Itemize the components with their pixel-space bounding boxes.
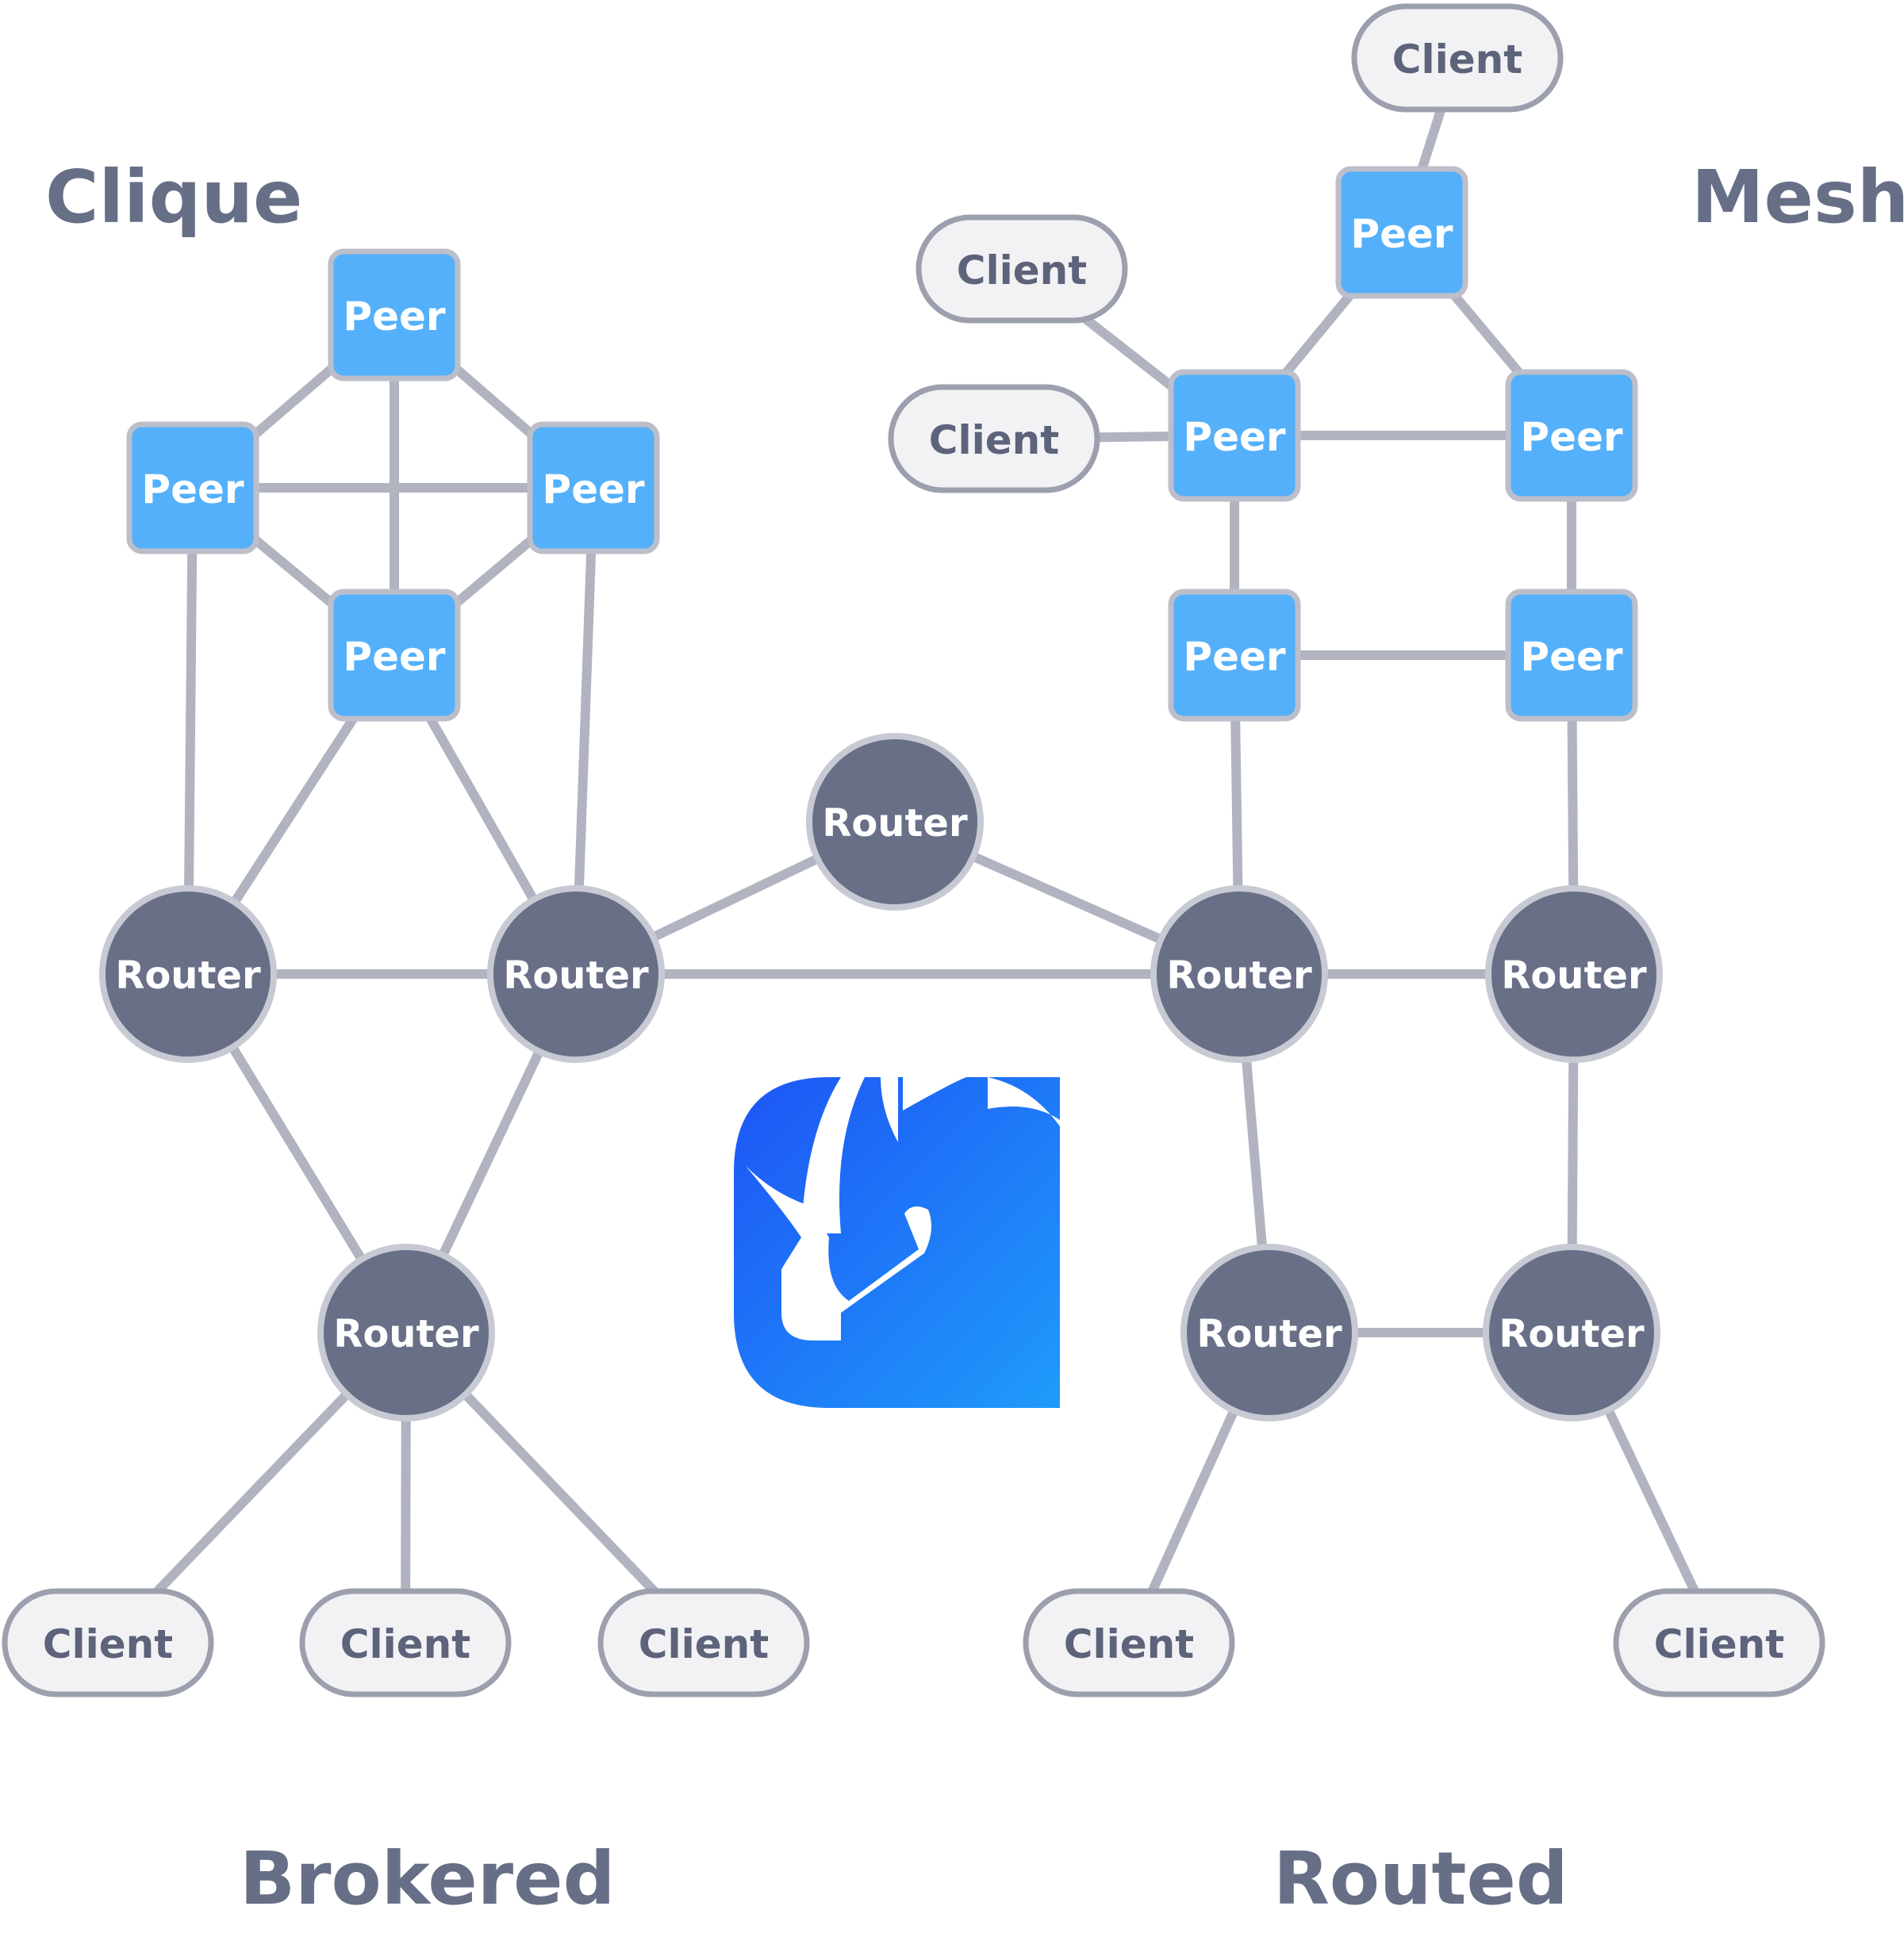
router-node-r4: Router [806, 733, 984, 911]
router-shape [1485, 885, 1663, 1063]
client-node-c4: Client [2, 1588, 214, 1697]
router-node-r5: Router [1150, 885, 1328, 1063]
client-node-c8: Client [1613, 1588, 1825, 1697]
client-node-c6: Client [597, 1588, 810, 1697]
client-shape [2, 1588, 214, 1697]
peer-shape [1168, 369, 1301, 502]
peer-node-mp3: Peer [1505, 369, 1638, 502]
router-label: Router [1501, 953, 1647, 998]
client-node-c3: Client [888, 384, 1100, 493]
client-shape [1613, 1588, 1825, 1697]
peer-label: Peer [343, 634, 445, 680]
client-node-c1: Client [1351, 3, 1564, 113]
peer-label: Peer [1350, 211, 1453, 257]
client-label: Client [1654, 1621, 1784, 1667]
router-shape [99, 885, 277, 1063]
router-node-r3: Router [317, 1244, 495, 1421]
peer-shape [328, 248, 461, 382]
router-shape [1150, 885, 1328, 1063]
router-shape [1483, 1244, 1660, 1421]
peer-node-cp3: Peer [527, 421, 660, 554]
peer-node-mp2: Peer [1168, 369, 1301, 502]
client-shape [1023, 1588, 1235, 1697]
peer-node-mp1: Peer [1335, 166, 1468, 299]
peer-node-cp1: Peer [328, 248, 461, 382]
peer-label: Peer [1183, 634, 1285, 680]
router-label: Router [1166, 953, 1312, 998]
client-label: Client [1392, 36, 1522, 82]
peer-shape [1505, 369, 1638, 502]
peer-label: Peer [343, 293, 445, 339]
peer-node-mp5: Peer [1505, 589, 1638, 722]
router-node-r1: Router [99, 885, 277, 1063]
peer-shape [1505, 589, 1638, 722]
router-node-r2: Router [487, 885, 665, 1063]
peer-label: Peer [1520, 634, 1622, 680]
client-shape [299, 1588, 512, 1697]
peer-shape [1168, 589, 1301, 722]
peer-shape [126, 421, 259, 554]
region-label-mesh: Mesh [1691, 155, 1904, 240]
client-label: Client [929, 417, 1059, 463]
client-shape [916, 214, 1128, 324]
client-label: Client [340, 1621, 470, 1667]
peer-node-mp4: Peer [1168, 589, 1301, 722]
region-label-clique: Clique [45, 155, 302, 240]
router-node-r8: Router [1483, 1244, 1660, 1421]
router-label: Router [115, 953, 261, 998]
router-node-r7: Router [1180, 1244, 1358, 1421]
client-node-c5: Client [299, 1588, 512, 1697]
region-label-brokered: Brokered [240, 1836, 615, 1921]
peer-shape [328, 589, 461, 722]
client-node-c7: Client [1023, 1588, 1235, 1697]
client-shape [1351, 3, 1564, 113]
peer-label: Peer [1183, 414, 1285, 460]
router-label: Router [1499, 1312, 1645, 1356]
peer-node-cp2: Peer [126, 421, 259, 554]
client-shape [597, 1588, 810, 1697]
router-shape [317, 1244, 495, 1421]
client-label: Client [639, 1621, 769, 1667]
peer-node-cp4: Peer [328, 589, 461, 722]
client-label: Client [43, 1621, 173, 1667]
router-label: Router [822, 801, 968, 846]
peer-shape [527, 421, 660, 554]
client-node-c2: Client [916, 214, 1128, 324]
peer-label: Peer [542, 466, 644, 512]
peer-label: Peer [141, 466, 244, 512]
router-shape [487, 885, 665, 1063]
router-label: Router [333, 1312, 479, 1356]
peer-shape [1335, 166, 1468, 299]
client-shape [888, 384, 1100, 493]
router-shape [806, 733, 984, 911]
client-label: Client [1064, 1621, 1194, 1667]
router-shape [1180, 1244, 1358, 1421]
region-label-routed: Routed [1273, 1836, 1568, 1921]
network-logo-icon [734, 1077, 1060, 1408]
peer-label: Peer [1520, 414, 1622, 460]
router-label: Router [1196, 1312, 1342, 1356]
router-label: Router [503, 953, 649, 998]
router-node-r6: Router [1485, 885, 1663, 1063]
client-label: Client [957, 247, 1087, 293]
